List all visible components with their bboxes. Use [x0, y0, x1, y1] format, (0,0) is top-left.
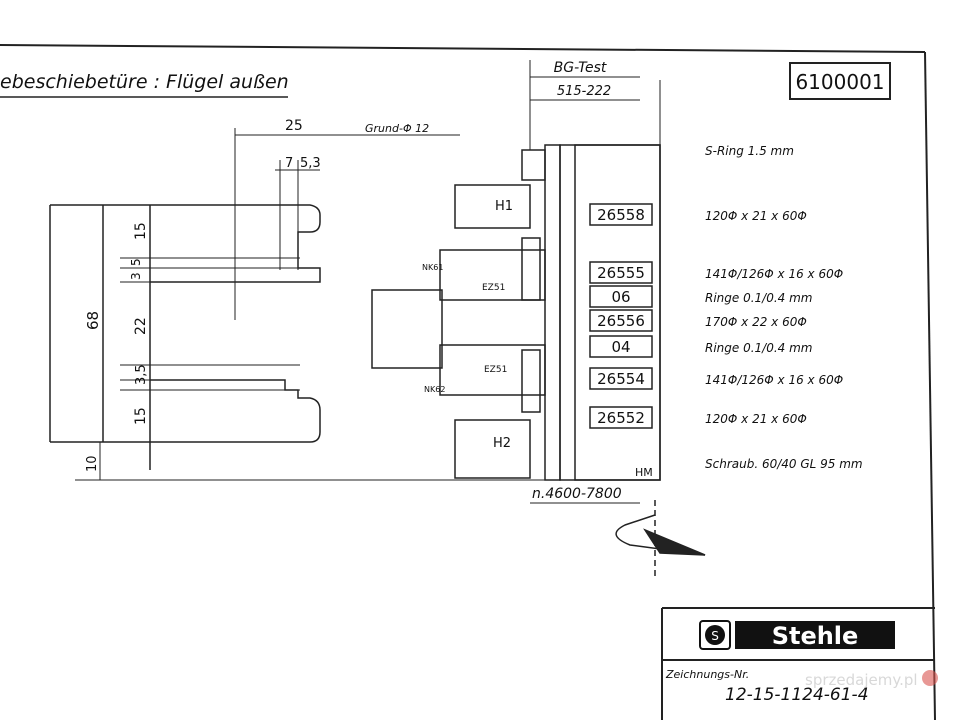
parts-list: S-Ring 1.5 mm 26558 120Φ x 21 x 60Φ 26555 14… — [589, 144, 863, 471]
dim-3: 3 — [129, 272, 143, 280]
left-dimension-lines — [75, 257, 640, 481]
title-block — [661, 607, 935, 720]
number-box-text: 6100001 — [795, 70, 884, 94]
label-nk2: NK62 — [424, 385, 445, 394]
part-code-box — [589, 335, 653, 358]
part-description: 141Φ/126Φ x 16 x 60Φ — [705, 267, 843, 281]
workpiece-profile — [49, 204, 321, 470]
part-code-box — [589, 261, 653, 284]
label-ez1: EZ51 — [482, 283, 505, 293]
svg-text:S: S — [711, 629, 719, 643]
part-description: S-Ring 1.5 mm — [705, 144, 794, 158]
rotation-arrow — [615, 500, 706, 580]
dim-5: 5 — [129, 258, 143, 266]
watermark: sprzedajemy.pl — [805, 671, 918, 689]
label-nk1: NK61 — [422, 263, 443, 272]
part-code-box — [589, 309, 653, 332]
dim-3-5: 3,5 — [134, 364, 149, 385]
label-ez2: EZ51 — [484, 365, 507, 375]
part-code-box — [589, 406, 653, 429]
part-code-box — [589, 285, 653, 308]
top-dimensions — [234, 128, 460, 320]
part-description: 120Φ x 21 x 60Φ — [705, 209, 807, 223]
machine-label: BG-Test — [554, 60, 607, 76]
part-code: 26556 — [597, 312, 645, 330]
stehle-logo: S Stehle — [699, 620, 895, 650]
dim-10: 10 — [85, 455, 100, 472]
part-code: 04 — [611, 338, 630, 356]
dim-15-top: 15 — [133, 222, 149, 240]
dim-25: 25 — [285, 118, 303, 134]
drawing-title: ebeschiebetüre : Flügel außen — [0, 71, 289, 93]
dim-15-bottom: 15 — [133, 407, 149, 425]
part-description: Ringe 0.1/0.4 mm — [705, 341, 813, 355]
dim-68: 68 — [84, 311, 102, 330]
part-description: 141Φ/126Φ x 16 x 60Φ — [705, 373, 843, 387]
part-description: Ringe 0.1/0.4 mm — [705, 291, 813, 305]
part-code-box — [589, 203, 653, 226]
label-h1: H1 — [495, 199, 513, 214]
logo-text: Stehle — [772, 622, 859, 650]
speed-label: n.4600-7800 — [532, 486, 622, 502]
drawing-number-label: Zeichnungs-Nr. — [665, 668, 749, 681]
drawing-number: 12-15-1124-61-4 — [725, 685, 869, 705]
part-description: 170Φ x 22 x 60Φ — [705, 315, 807, 329]
part-code: 26558 — [597, 206, 645, 224]
part-code: 26554 — [597, 370, 645, 388]
dim-22: 22 — [133, 317, 149, 335]
part-description: Schraub. 60/40 GL 95 mm — [705, 457, 863, 471]
part-code-box — [589, 367, 653, 390]
dim-53: 5,3 — [300, 156, 321, 171]
label-hm: HM — [635, 466, 653, 479]
part-code: 26552 — [597, 409, 645, 427]
dim-7: 7 — [285, 156, 293, 171]
part-code: 06 — [611, 288, 630, 306]
part-description: 120Φ x 21 x 60Φ — [705, 412, 807, 426]
number-box — [789, 62, 891, 100]
bore-note: Grund-Φ 12 — [365, 122, 429, 135]
machine-code: 515-222 — [557, 84, 611, 99]
cutter-assembly — [371, 144, 661, 481]
label-h2: H2 — [493, 436, 511, 451]
part-code: 26555 — [597, 264, 645, 282]
watermark-icon — [922, 670, 938, 686]
